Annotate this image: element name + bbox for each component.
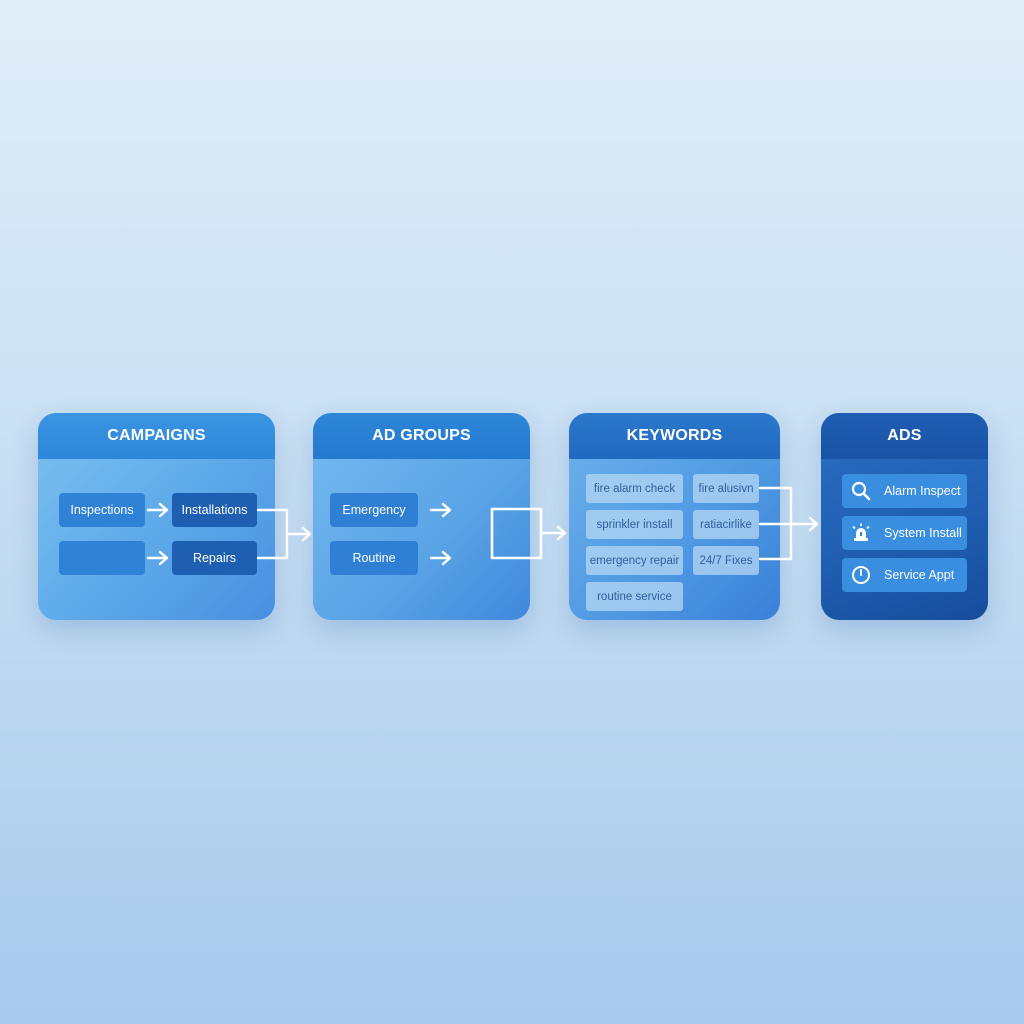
- ad-button-service-appt[interactable]: Service Appt: [842, 558, 967, 592]
- keyword-chip: fire alarm check: [586, 474, 683, 503]
- keyword-chip: 24/7 Fixes: [693, 546, 759, 575]
- keyword-chip: ratiacirlike: [693, 510, 759, 539]
- keyword-chip: sprinkler install: [586, 510, 683, 539]
- keyword-chip: emergency repair: [586, 546, 683, 575]
- keyword-chip: fire alusivn: [693, 474, 759, 503]
- ad-label: System Install: [884, 526, 962, 540]
- ad-label: Alarm Inspect: [884, 484, 961, 498]
- ad-group-node-routine: Routine: [330, 541, 418, 575]
- ad-button-system-install[interactable]: System Install: [842, 516, 967, 550]
- ad-groups-title: AD GROUPS: [313, 413, 530, 459]
- campaigns-title: CAMPAIGNS: [38, 413, 275, 459]
- keyword-chip: routine service: [586, 582, 683, 611]
- ad-button-alarm-inspect[interactable]: Alarm Inspect: [842, 474, 967, 508]
- ad-label: Service Appt: [884, 568, 955, 582]
- campaign-node-repairs: Repairs: [172, 541, 257, 575]
- clock-icon: [850, 564, 872, 586]
- campaign-node-inspections: Inspections: [59, 493, 145, 527]
- ad-group-node-emergency: Emergency: [330, 493, 418, 527]
- campaign-node-blank: [59, 541, 145, 575]
- campaign-node-installations: Installations: [172, 493, 257, 527]
- keywords-title: KEYWORDS: [569, 413, 780, 459]
- siren-icon: [850, 522, 872, 544]
- ads-title: ADS: [821, 413, 988, 459]
- search-icon: [850, 480, 872, 502]
